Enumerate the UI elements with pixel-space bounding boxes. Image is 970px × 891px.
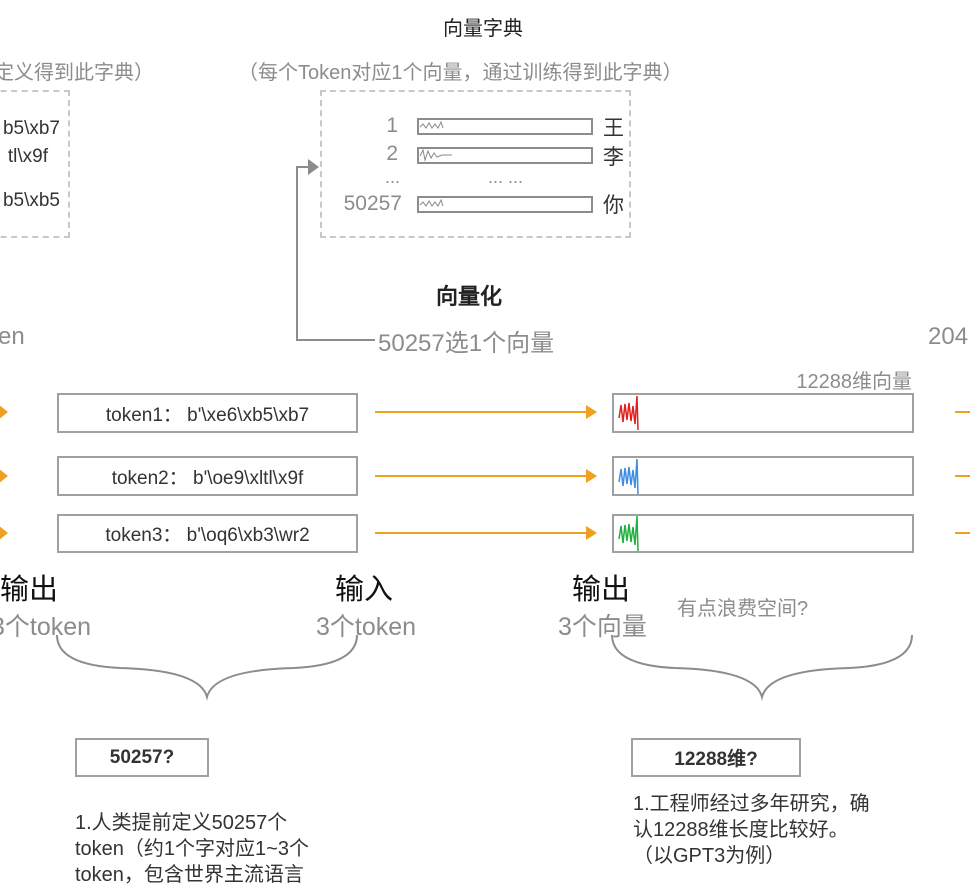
left-output-label: 输出 xyxy=(0,574,59,606)
left-dict-entry: b5\xb7 xyxy=(2,118,60,139)
left-explanation: 1.人类提前定义50257个 token（约1个字对应1~3个 token，包含… xyxy=(75,810,309,888)
dict-vector-bar xyxy=(417,147,593,164)
output-label: 输出 xyxy=(572,574,631,606)
waste-note: 有点浪费空间? xyxy=(677,598,809,620)
dict-char: 你 xyxy=(603,194,624,217)
left-dictionary-box xyxy=(0,90,70,238)
text-line: 1.人类提前定义50257个 xyxy=(75,812,288,834)
question-box-50257: 50257? xyxy=(75,738,209,777)
dict-char: 李 xyxy=(603,146,624,169)
text-line: 认12288维长度比较好。 xyxy=(633,819,849,841)
right-explanation: 1.工程师经过多年研究，确 认12288维长度比较好。 （以GPT3为例） xyxy=(633,791,870,869)
dict-wave xyxy=(419,148,452,162)
left-dict-entry: b5\xb5 xyxy=(2,190,60,211)
arrowhead-icon xyxy=(0,405,8,419)
vectorize-title: 向量化 xyxy=(436,284,503,309)
text-line: （以GPT3为例） xyxy=(633,845,786,867)
vector-box xyxy=(612,393,914,433)
arrowhead-icon xyxy=(586,469,597,483)
dict-vector-bar xyxy=(417,118,593,135)
vector-dictionary-box xyxy=(320,90,631,238)
left-dict-entry: tl\x9f xyxy=(7,146,48,167)
dict-char: 王 xyxy=(603,117,624,140)
left-partial-label: en xyxy=(0,323,25,350)
arrowhead-icon xyxy=(586,405,597,419)
question-box-12288: 12288维? xyxy=(631,738,801,777)
dict-ellipsis: ... xyxy=(384,167,400,187)
dict-wave xyxy=(419,120,444,129)
arrowhead-icon xyxy=(586,526,597,540)
token-box: token3： b'\oq6\xb3\wr2 xyxy=(57,514,358,553)
dict-vector-bar xyxy=(417,196,593,213)
dict-index: 50257 xyxy=(343,192,402,215)
dictionary-subtitle: （每个Token对应1个向量，通过训练得到此字典） xyxy=(238,62,683,84)
vectorize-caption: 50257选1个向量 xyxy=(378,330,555,357)
arrowhead-icon xyxy=(0,469,8,483)
input-label: 输入 xyxy=(335,574,394,606)
dict-ellipsis: ... ... xyxy=(488,167,524,187)
vector-wave-green xyxy=(618,515,639,552)
left-dictionary-subtitle: 定义得到此字典） xyxy=(0,62,154,84)
token-box: token1： b'\xe6\xb5\xb7 xyxy=(57,393,358,433)
elbow-connector xyxy=(296,166,375,341)
brace-left xyxy=(56,634,358,701)
arrowhead-icon xyxy=(0,526,8,540)
output-sub: 3个向量 xyxy=(558,613,647,641)
vector-box xyxy=(612,514,914,553)
brace-right xyxy=(611,634,913,701)
dict-wave xyxy=(419,198,444,207)
right-partial-label: 204 xyxy=(928,323,969,350)
dictionary-title: 向量字典 xyxy=(443,18,523,40)
vector-dimension-label: 12288维向量 xyxy=(796,371,912,393)
vector-wave-blue xyxy=(618,458,639,495)
vector-box xyxy=(612,456,914,496)
text-line: token，包含世界主流语言 xyxy=(75,864,304,886)
dict-index: 2 xyxy=(386,142,398,165)
text-line: token（约1个字对应1~3个 xyxy=(75,838,309,860)
vector-wave-red xyxy=(618,395,639,431)
token-box: token2： b'\oe9\xltl\x9f xyxy=(57,456,358,496)
left-output-sub: 3个token xyxy=(0,613,92,641)
arrowhead-icon xyxy=(308,159,319,175)
text-line: 1.工程师经过多年研究，确 xyxy=(633,793,870,815)
dict-index: 1 xyxy=(386,114,398,137)
input-sub: 3个token xyxy=(316,613,417,641)
